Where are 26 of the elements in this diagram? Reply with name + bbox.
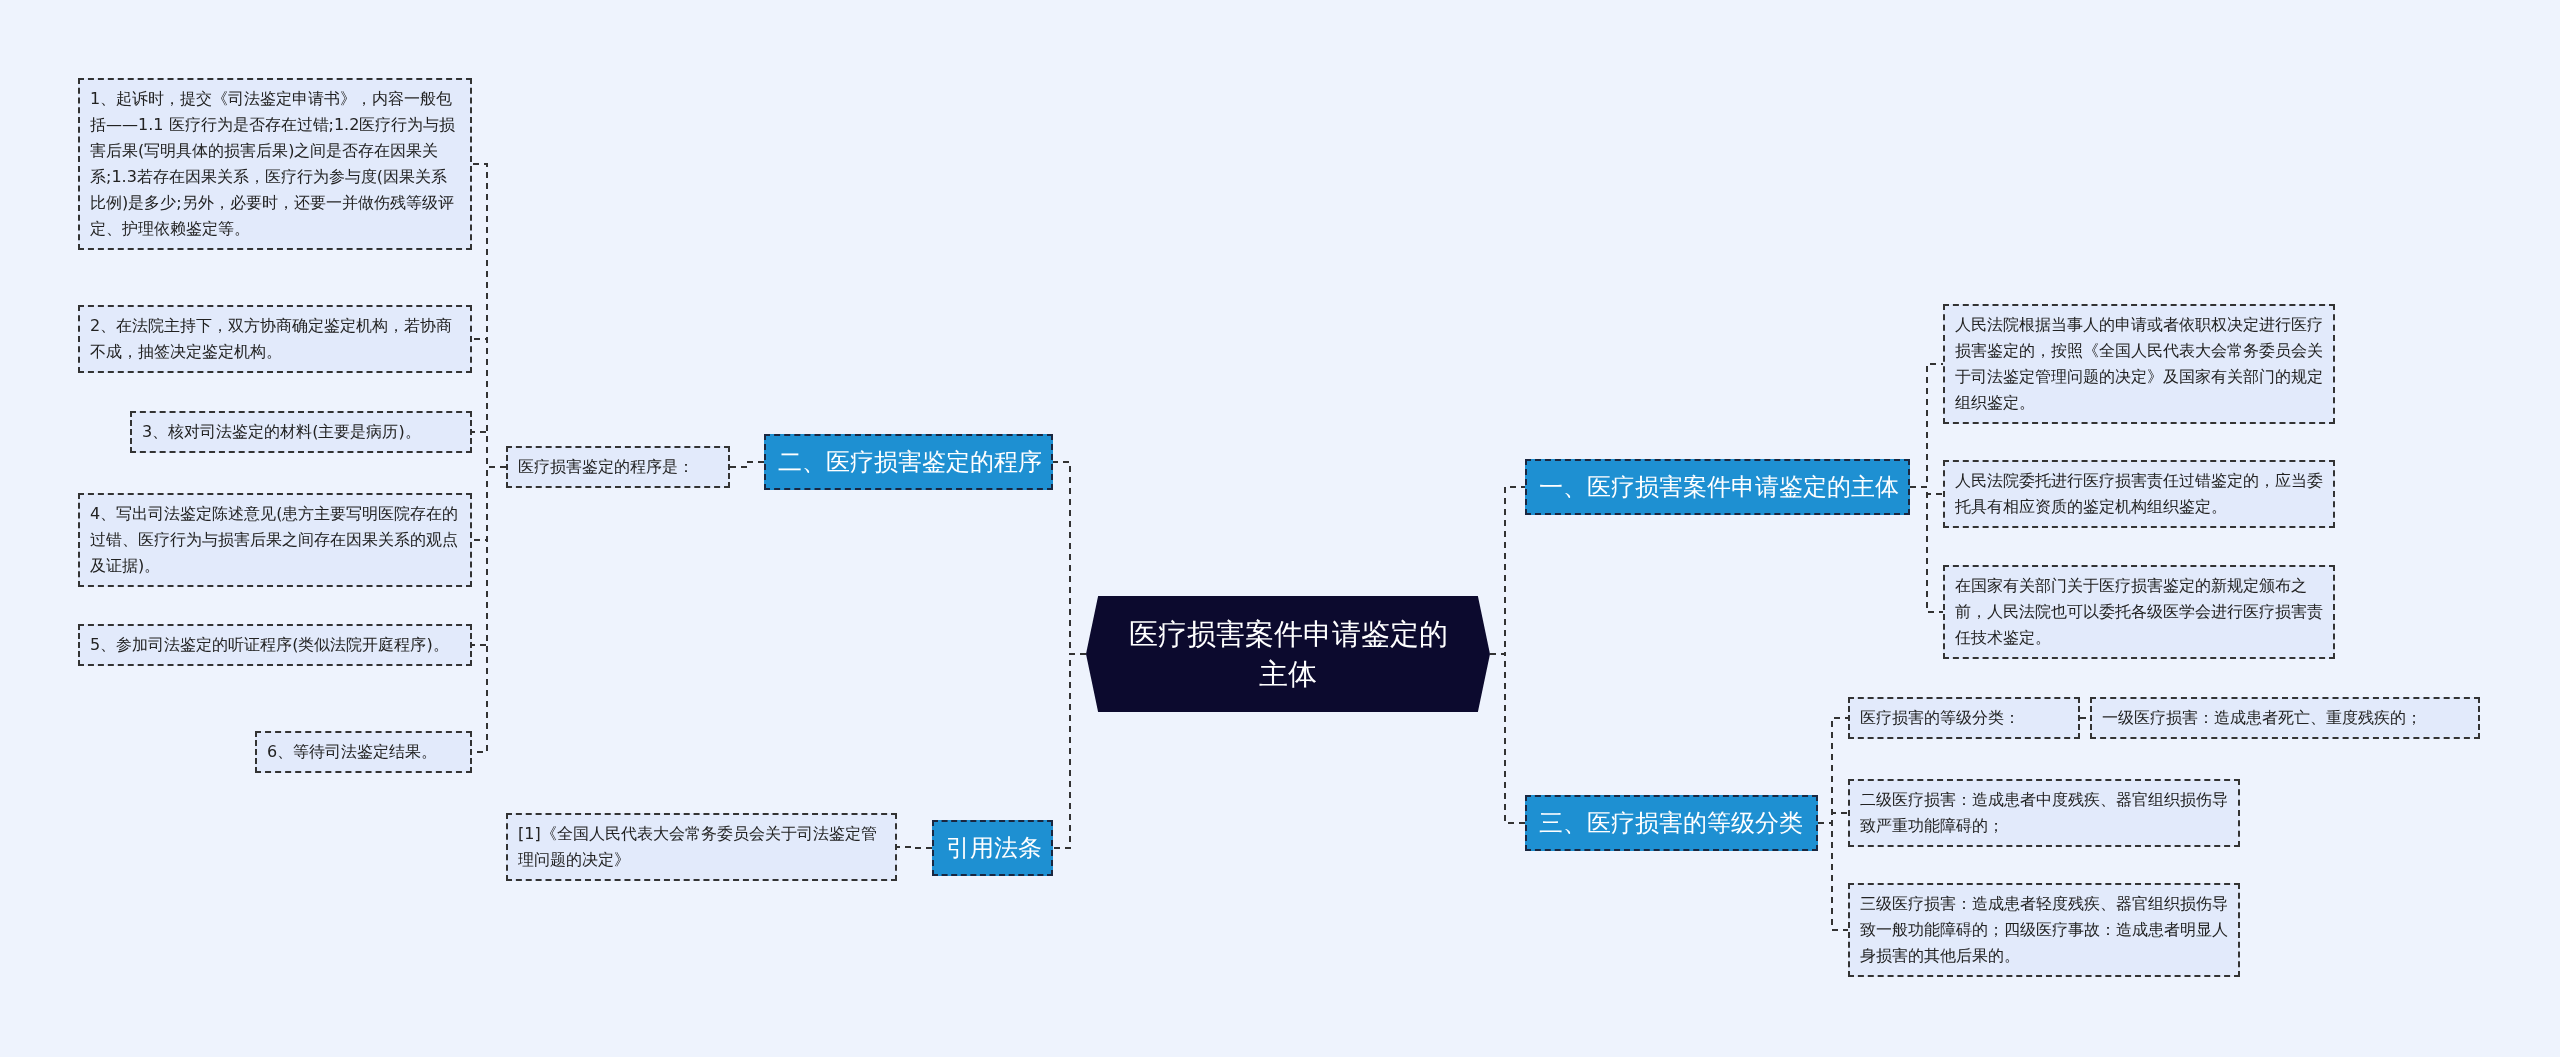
text-box: 4、写出司法鉴定陈述意见(患方主要写明医院存在的过错、医疗行为与损害后果之间存在因果关系的观点及证据)。: [78, 493, 472, 587]
text-box: 3、核对司法鉴定的材料(主要是病历)。: [130, 411, 472, 453]
connector-line: [729, 461, 765, 468]
topic-box: 三、医疗损害的等级分类: [1525, 795, 1818, 851]
connector-line: [1909, 486, 1944, 613]
connector-line: [1052, 653, 1087, 849]
text-box: 人民法院根据当事人的申请或者依职权决定进行医疗损害鉴定的，按照《全国人民代表大会常务委员会关于司法鉴定管理问题的决定》及国家有关部门的规定组织鉴定。: [1943, 304, 2335, 424]
connector-line: [1817, 822, 1849, 931]
text-box: 二级医疗损害：造成患者中度残疾、器官组织损伤导致严重功能障碍的；: [1848, 779, 2240, 847]
text-box: 在国家有关部门关于医疗损害鉴定的新规定颁布之前，人民法院也可以委托各级医学会进行医疗损害责任技术鉴定。: [1943, 565, 2335, 659]
text-box: 2、在法院主持下，双方协商确定鉴定机构，若协商不成，抽签决定鉴定机构。: [78, 305, 472, 373]
connector-line: [896, 846, 933, 849]
text-box: 人民法院委托进行医疗损害责任过错鉴定的，应当委托具有相应资质的鉴定机构组织鉴定。: [1943, 460, 2335, 528]
topic-box: 引用法条: [932, 820, 1053, 876]
text-box: 一级医疗损害：造成患者死亡、重度残疾的；: [2090, 697, 2480, 739]
text-box: 医疗损害的等级分类：: [1848, 697, 2080, 739]
text-box: 医疗损害鉴定的程序是：: [506, 446, 730, 488]
topic-box: 二、医疗损害鉴定的程序: [764, 434, 1053, 490]
connector-line: [1489, 653, 1526, 824]
text-box: 三级医疗损害：造成患者轻度残疾、器官组织损伤导致一般功能障碍的；四级医疗事故：造成患者明显人身损害的其他后果的。: [1848, 883, 2240, 977]
text-box: 6、等待司法鉴定结果。: [255, 731, 472, 773]
central-topic: 医疗损害案件申请鉴定的主体: [1086, 596, 1490, 712]
text-box: [1]《全国人民代表大会常务委员会关于司法鉴定管理问题的决定》: [506, 813, 897, 881]
text-box: 1、起诉时，提交《司法鉴定申请书》，内容一般包括——1.1 医疗行为是否存在过错;1.2医疗行为与损害后果(写明具体的损害后果)之间是否存在因果关系;1.3若存在因果关系，医疗行为参与度(因果关系比例)是多少;另外，必要时，还要一并做伤残等级评定、护理依赖鉴定等。: [78, 78, 472, 250]
topic-box: 一、医疗损害案件申请鉴定的主体: [1525, 459, 1910, 515]
text-box: 5、参加司法鉴定的听证程序(类似法院开庭程序)。: [78, 624, 472, 666]
